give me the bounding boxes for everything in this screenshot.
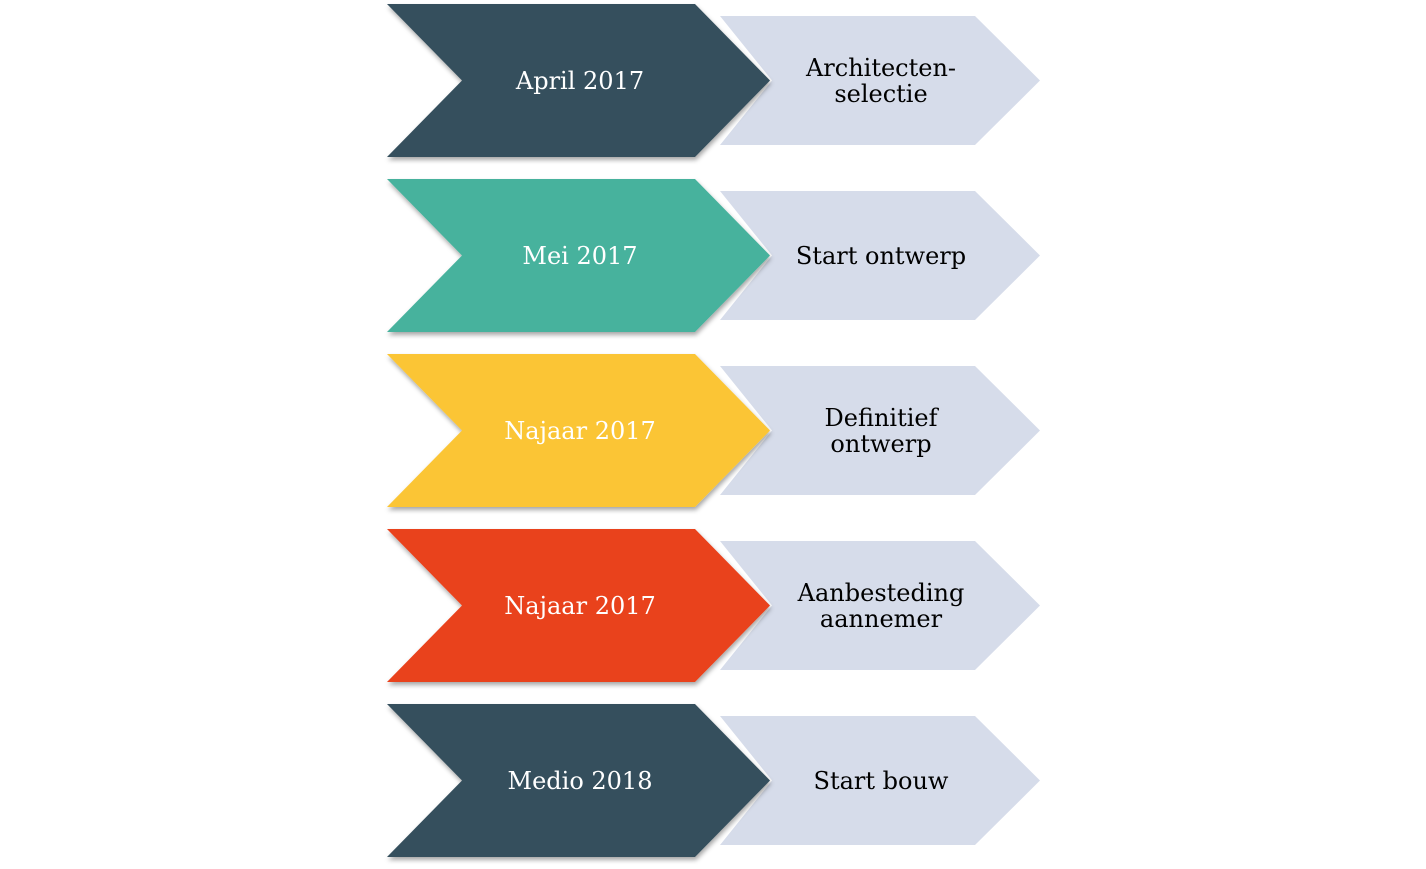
description-chevron bbox=[720, 541, 1040, 670]
step-date-label: April 2017 bbox=[515, 66, 645, 95]
date-chevron bbox=[387, 179, 770, 332]
step-description-label: Architecten- selectie bbox=[805, 53, 957, 108]
date-chevron bbox=[387, 704, 770, 857]
date-chevron bbox=[387, 354, 770, 507]
step-description-label: Aanbesteding aannemer bbox=[797, 578, 965, 633]
date-chevron bbox=[387, 529, 770, 682]
description-chevron bbox=[720, 191, 1040, 320]
step-description-label: Definitief ontwerp bbox=[824, 403, 938, 458]
step-description-label: Start ontwerp bbox=[795, 241, 967, 270]
step-description-label: Start bouw bbox=[813, 766, 949, 795]
date-chevron bbox=[387, 4, 770, 157]
date-chevrons bbox=[387, 4, 770, 857]
description-chevron bbox=[720, 16, 1040, 145]
step-date-label: Medio 2018 bbox=[507, 766, 653, 795]
description-chevron bbox=[720, 716, 1040, 845]
step-date-label: Najaar 2017 bbox=[504, 591, 656, 620]
description-chevrons bbox=[720, 16, 1040, 845]
description-chevron bbox=[720, 366, 1040, 495]
step-date-label: Mei 2017 bbox=[522, 241, 638, 270]
step-date-label: Najaar 2017 bbox=[504, 416, 656, 445]
